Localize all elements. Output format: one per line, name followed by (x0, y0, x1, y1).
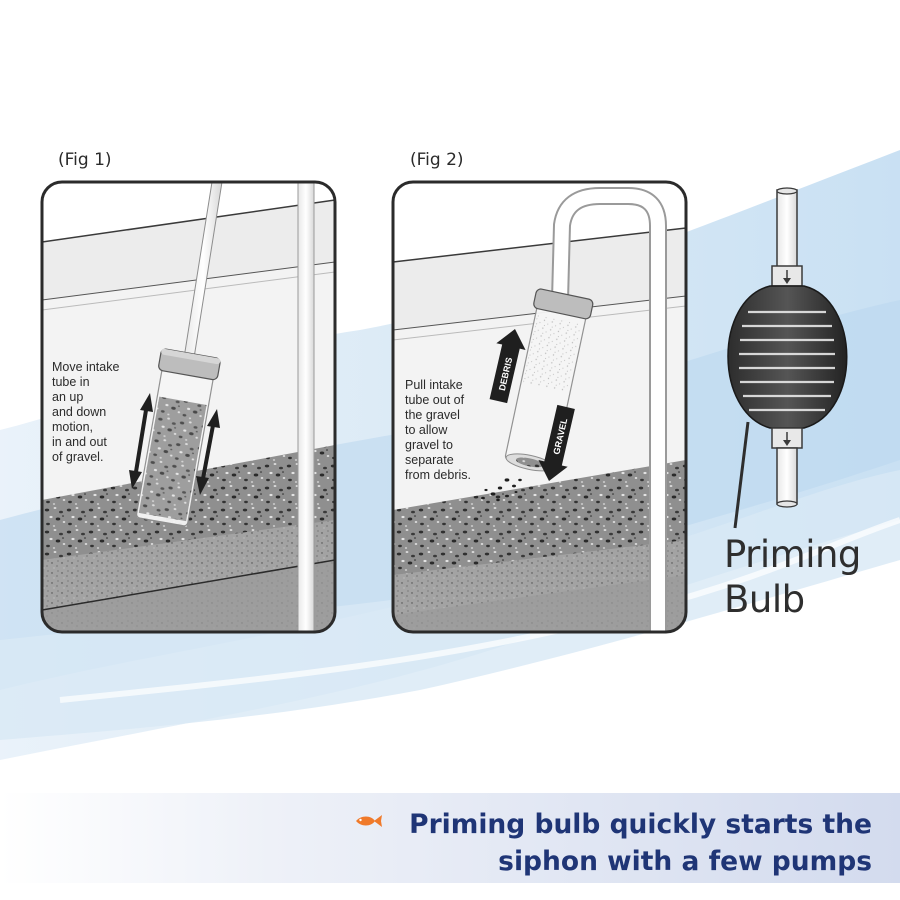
bottom-banner: Priming bulb quickly starts the siphon w… (0, 793, 900, 883)
fig1-label: (Fig 1) (58, 150, 112, 170)
fig1-instruction: Move intake tube in an up and down motio… (52, 360, 120, 464)
fig2-instruction: Pull intake tube out of the gravel to al… (405, 378, 471, 482)
fig1-arrow-left (129, 393, 153, 489)
fish-icon (356, 815, 382, 827)
bulb-pointer-line (733, 421, 750, 529)
gravel-arrow: GRAVEL (538, 404, 575, 481)
priming-bulb-icon (727, 187, 848, 508)
debris-arrow: DEBRIS (489, 329, 526, 404)
fig2-label: (Fig 2) (410, 150, 464, 170)
banner-text: Priming bulb quickly starts the siphon w… (409, 809, 872, 877)
fig1-panel (40, 180, 337, 634)
fig1-arrow-right (196, 409, 220, 495)
priming-bulb-label: Priming Bulb (724, 533, 861, 621)
fig2-panel: DEBRIS GRAVEL (391, 180, 688, 634)
falling-gravel (481, 478, 522, 502)
